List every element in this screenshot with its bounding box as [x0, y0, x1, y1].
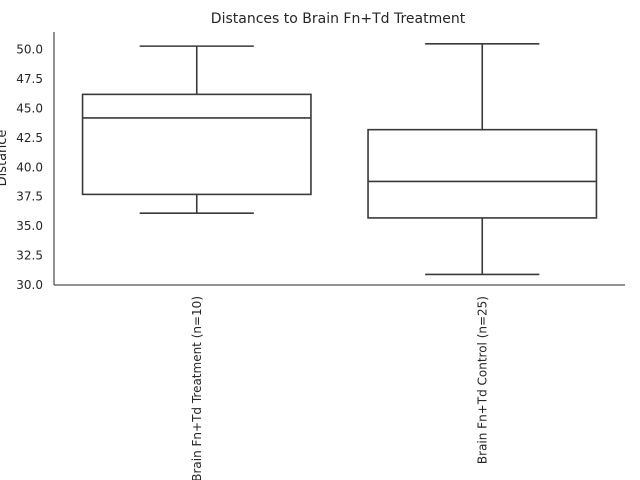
y-tick-label: 42.5 [16, 131, 43, 145]
box-group [367, 42, 598, 276]
y-axis-label: Distance [0, 130, 10, 187]
x-ticks: Brain Fn+Td Treatment (n=10) Brain Fn+Td … [190, 296, 490, 480]
y-tick-label: 32.5 [16, 249, 43, 263]
box-group [81, 45, 312, 215]
y-tick-label: 37.5 [16, 190, 43, 204]
y-tick-label: 47.5 [16, 72, 43, 86]
x-tick-label: Brain Fn+Td Treatment (n=10) [190, 296, 204, 480]
y-tick-label: 40.0 [16, 160, 43, 174]
chart-title: Distances to Brain Fn+Td Treatment [211, 11, 466, 27]
y-tick-label: 35.0 [16, 219, 43, 233]
axes [53, 32, 625, 286]
y-tick-label: 30.0 [16, 278, 43, 292]
y-ticks: 30.0 32.5 35.0 37.5 40.0 42.5 45.0 47.5 50.0 [16, 43, 43, 292]
iqr-box [81, 93, 312, 196]
boxes [81, 42, 598, 276]
x-tick-label: Brain Fn+Td Control (n=25) [475, 296, 489, 464]
y-tick-label: 45.0 [16, 101, 43, 115]
iqr-box [367, 128, 598, 219]
y-tick-label: 50.0 [16, 43, 43, 57]
